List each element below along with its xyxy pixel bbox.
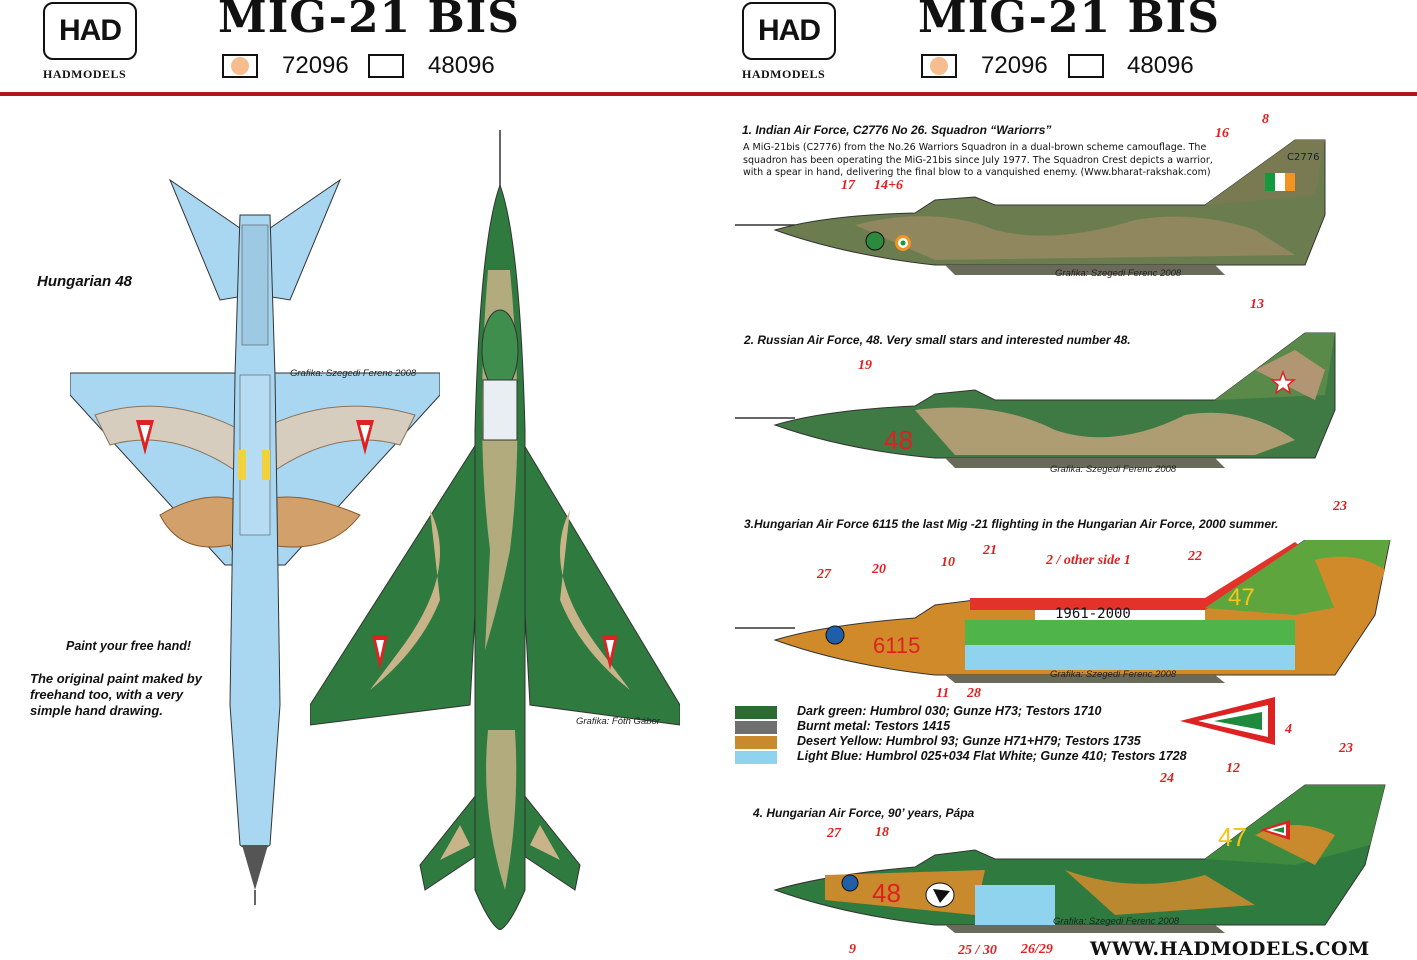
hungarian-chevron-marking xyxy=(1180,697,1275,745)
scheme4-caption: 4. Hungarian Air Force, 90’ years, Pápa xyxy=(753,806,975,820)
scheme3-aircraft-drawing xyxy=(735,540,1391,683)
scheme2-aircraft-drawing xyxy=(735,332,1336,468)
topside-view-drawing xyxy=(310,130,680,930)
selected-dot-icon xyxy=(231,57,249,75)
brand-label-left: HADMODELS xyxy=(43,67,127,81)
scheme2-number: 48 xyxy=(884,425,913,455)
callout-12: 12 xyxy=(1226,761,1240,776)
scheme1-credit: Grafika: Szegedi Ferenc 2008 xyxy=(1055,268,1182,279)
page-title-left: MIG-21 BIS xyxy=(218,0,521,43)
callout-9: 9 xyxy=(849,942,856,957)
paint-label-light-blue: Light Blue: Humbrol 025+034 Flat White; … xyxy=(797,749,1187,763)
paint-label-desert-yellow: Desert Yellow: Humbrol 93; Gunze H71+H79… xyxy=(797,734,1141,748)
callout-25-30: 25 / 30 xyxy=(958,943,997,958)
scale-checkbox-48-left[interactable] xyxy=(368,54,404,78)
free-hand-note: Paint your free hand! xyxy=(66,639,192,653)
paint-swatch-desert-yellow xyxy=(735,736,777,749)
scheme4-credit: Grafika: Szegedi Ferenc 2008 xyxy=(1053,916,1180,927)
callout-20: 20 xyxy=(872,562,886,577)
scheme2-credit: Grafika: Szegedi Ferenc 2008 xyxy=(1050,464,1177,475)
paint-label-dark-green: Dark green: Humbrol 030; Gunze H73; Test… xyxy=(797,704,1102,718)
callout-19: 19 xyxy=(858,358,872,373)
topside-credit: Grafika: Fóth Gábor xyxy=(576,716,660,727)
callout-23b: 23 xyxy=(1339,741,1353,756)
scheme3-credit: Grafika: Szegedi Ferenc 2008 xyxy=(1050,669,1177,680)
callout-22: 22 xyxy=(1188,549,1202,564)
scheme4-tail-number: 47 xyxy=(1218,822,1247,852)
paint-label-burnt-metal: Burnt metal: Testors 1415 xyxy=(797,719,951,733)
scheme2-caption: 2. Russian Air Force, 48. Very small sta… xyxy=(744,333,1131,347)
callout-27b: 27 xyxy=(827,826,841,841)
callout-28: 28 xyxy=(967,686,981,701)
selected-dot-icon xyxy=(930,57,948,75)
callout-23: 23 xyxy=(1333,499,1347,514)
scheme4-aircraft-drawing xyxy=(773,784,1386,933)
scheme1-description: A MiG-21bis (C2776) from the No.26 Warri… xyxy=(743,142,1213,178)
scheme3-caption: 3.Hungarian Air Force 6115 the last Mig … xyxy=(744,517,1279,531)
callout-8: 8 xyxy=(1262,112,1269,127)
scale-code-72-left: 72096 xyxy=(282,52,349,79)
callout-17: 17 xyxy=(841,178,855,193)
scheme1-caption: 1. Indian Air Force, C2776 No 26. Squadr… xyxy=(742,123,1052,137)
page-title-right: MIG-21 BIS xyxy=(918,0,1221,43)
callout-14-6: 14+6 xyxy=(874,178,903,193)
callout-27: 27 xyxy=(817,567,831,582)
callout-24: 24 xyxy=(1160,771,1174,786)
callout-2-other-side-1: 2 / other side 1 xyxy=(1046,553,1131,568)
callout-26-29: 26/29 xyxy=(1021,942,1053,957)
scale-checkbox-72-right[interactable] xyxy=(921,54,957,78)
paint-swatch-dark-green xyxy=(735,706,777,719)
paint-swatch-light-blue xyxy=(735,751,777,764)
callout-11: 11 xyxy=(936,686,950,701)
scheme3-tail-number: 47 xyxy=(1228,584,1255,611)
callout-16: 16 xyxy=(1215,126,1229,141)
had-logo-right: HAD xyxy=(742,2,836,60)
scale-code-72-right: 72096 xyxy=(981,52,1048,79)
scheme3-fuselage-text: 1961-2000 xyxy=(1055,606,1131,622)
callout-13: 13 xyxy=(1250,297,1264,312)
left-panel-title: Hungarian 48 xyxy=(37,273,133,290)
callout-21: 21 xyxy=(983,543,997,558)
scheme3-number: 6115 xyxy=(873,633,921,658)
underside-credit: Grafika: Szegedi Ferenc 2008 xyxy=(290,368,417,379)
scale-checkbox-48-right[interactable] xyxy=(1068,54,1104,78)
callout-10: 10 xyxy=(941,555,955,570)
website-link[interactable]: WWW.HADMODELS.COM xyxy=(1090,938,1370,960)
scale-code-48-right: 48096 xyxy=(1127,52,1194,79)
scheme4-number: 48 xyxy=(872,878,901,908)
brand-label-right: HADMODELS xyxy=(742,67,826,81)
header-divider xyxy=(0,92,1417,96)
had-logo-left: HAD xyxy=(43,2,137,60)
paint-swatch-burnt-metal xyxy=(735,721,777,734)
original-paint-note: The original paint maked by freehand too… xyxy=(30,671,202,718)
scheme1-serial: C2776 xyxy=(1287,152,1320,163)
callout-18: 18 xyxy=(875,825,889,840)
scheme1-aircraft-drawing xyxy=(735,139,1326,275)
underside-view-drawing xyxy=(70,178,440,905)
scale-checkbox-72-left[interactable] xyxy=(222,54,258,78)
scale-code-48-left: 48096 xyxy=(428,52,495,79)
callout-4: 4 xyxy=(1285,722,1292,737)
